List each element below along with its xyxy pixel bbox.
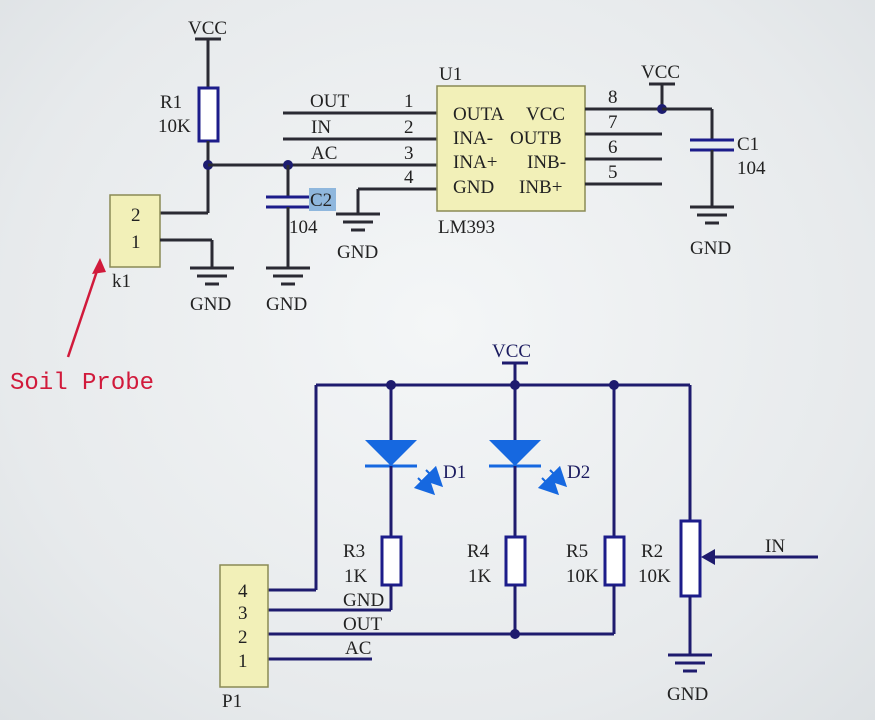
- u1-pin-name-inb-plus: INB+: [519, 177, 562, 198]
- u1-pin-name-gnd: GND: [453, 177, 494, 198]
- k1-pin-1: 1: [131, 232, 141, 253]
- resistor-r5: [603, 535, 626, 587]
- c2-ref: C2: [310, 190, 332, 211]
- net-out-bottom: OUT: [343, 614, 382, 635]
- p1-pin-1: 1: [238, 651, 248, 672]
- r1-value: 10K: [158, 116, 191, 137]
- vcc-label-u1: VCC: [641, 62, 680, 83]
- annotation-arrowhead: [92, 258, 106, 274]
- gnd-symbol-r2: [668, 653, 712, 673]
- potentiometer-r2: [679, 519, 702, 598]
- u1-ref: U1: [439, 64, 462, 85]
- gnd-label-u1: GND: [337, 242, 378, 263]
- gnd-symbol-c2: [266, 266, 310, 286]
- gnd-symbol-c1: [690, 205, 734, 225]
- net-ac-label: AC: [311, 143, 337, 164]
- led-d2-arrow-2: [537, 473, 560, 496]
- r2-wiper-arrow: [701, 549, 715, 565]
- u1-pin-num-3: 3: [404, 143, 414, 164]
- r4-ref: R4: [467, 541, 490, 562]
- c1-ref: C1: [737, 134, 759, 155]
- connector-k1: [109, 194, 161, 268]
- r5-value: 10K: [566, 566, 599, 587]
- u1-pin-num-2: 2: [404, 117, 414, 138]
- net-out-label: OUT: [310, 91, 349, 112]
- led-d1-arrow-2: [413, 473, 436, 496]
- net-ac-bottom: AC: [345, 638, 371, 659]
- u1-pin-num-6: 6: [608, 137, 618, 158]
- u1-pin-num-7: 7: [608, 112, 618, 133]
- r1-ref: R1: [160, 92, 182, 113]
- gnd-label-c1: GND: [690, 238, 731, 259]
- u1-pin-name-ina-minus: INA-: [453, 128, 493, 149]
- d2-ref: D2: [567, 462, 590, 483]
- c2-value: 104: [289, 217, 318, 238]
- ic-u1-body: [436, 85, 586, 212]
- soil-probe-annotation: Soil Probe: [10, 370, 154, 397]
- u1-pin-name-outb: OUTB: [510, 128, 562, 149]
- k1-ref: k1: [112, 271, 131, 292]
- p1-ref: P1: [222, 691, 242, 712]
- u1-part: LM393: [438, 217, 495, 238]
- resistor-r4: [504, 535, 527, 587]
- net-gnd-bottom: GND: [343, 590, 384, 611]
- p1-pin-2: 2: [238, 627, 248, 648]
- p1-pin-3: 3: [238, 603, 248, 624]
- net-in-label: IN: [311, 117, 331, 138]
- gnd-label-k1: GND: [190, 294, 231, 315]
- led-d1-arrow-1: [421, 465, 444, 488]
- gnd-symbol-u1: [336, 212, 380, 232]
- u1-pin-name-inb-minus: INB-: [527, 152, 566, 173]
- gnd-symbol-k1: [190, 266, 234, 286]
- c1-value: 104: [737, 158, 766, 179]
- k1-pin-2: 2: [131, 205, 141, 226]
- u1-pin-num-4: 4: [404, 167, 414, 188]
- u1-pin-name-ina-plus: INA+: [453, 152, 498, 173]
- connector-p1: [219, 564, 269, 688]
- u1-pin-num-5: 5: [608, 162, 618, 183]
- r3-ref: R3: [343, 541, 365, 562]
- r3-value: 1K: [344, 566, 368, 587]
- gnd-label-r2: GND: [667, 684, 708, 705]
- u1-pin-num-1: 1: [404, 91, 414, 112]
- vcc-label-bottom: VCC: [492, 341, 531, 362]
- u1-pin-name-outa: OUTA: [453, 104, 505, 125]
- u1-pin-num-8: 8: [608, 87, 618, 108]
- c2-highlight: [309, 188, 336, 211]
- gnd-label-c2: GND: [266, 294, 307, 315]
- r4-value: 1K: [468, 566, 492, 587]
- resistor-r3: [380, 535, 403, 587]
- led-d2-arrow-1: [545, 465, 568, 488]
- p1-pin-4: 4: [238, 581, 248, 602]
- led-d2: [489, 440, 541, 466]
- d1-ref: D1: [443, 462, 466, 483]
- annotation-arrow-line: [66, 261, 102, 358]
- r2-ref: R2: [641, 541, 663, 562]
- net-in-bottom: IN: [765, 536, 785, 557]
- vcc-label-r1: VCC: [188, 18, 227, 39]
- resistor-r1: [197, 86, 220, 143]
- led-d1: [365, 440, 417, 466]
- r2-value: 10K: [638, 566, 671, 587]
- r5-ref: R5: [566, 541, 588, 562]
- u1-pin-name-vcc: VCC: [526, 104, 565, 125]
